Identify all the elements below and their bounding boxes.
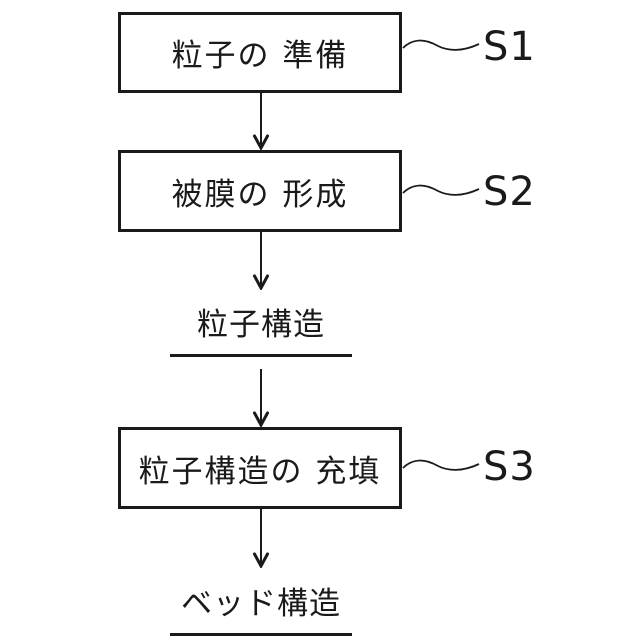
step-ref-s1: S1 — [402, 23, 536, 71]
process-box-label: 粒子構造の 充填 — [138, 453, 382, 490]
wave-connector-line — [402, 459, 480, 471]
down-arrow-3 — [253, 369, 269, 427]
down-arrow-1 — [253, 93, 269, 150]
process-box-structure-filling: 粒子構造の 充填 — [118, 427, 402, 509]
output-label-particle-structure: 粒子構造 — [170, 304, 352, 357]
wave-connector-line — [402, 184, 480, 196]
step-ref-s3: S3 — [402, 443, 536, 491]
process-box-coating-formation: 被膜の 形成 — [118, 150, 402, 232]
process-box-particle-preparation: 粒子の 準備 — [118, 12, 402, 93]
output-label-bed-structure: ベッド構造 — [170, 583, 352, 636]
step-ref-s2: S2 — [402, 168, 536, 216]
step-ref-label: S3 — [483, 444, 536, 490]
output-label-text: 粒子構造 — [197, 307, 325, 343]
output-label-text: ベッド構造 — [181, 586, 341, 622]
down-arrow-4 — [253, 509, 269, 568]
process-box-label: 被膜の 形成 — [171, 176, 349, 213]
step-ref-label: S1 — [483, 24, 536, 70]
process-box-label: 粒子の 準備 — [171, 38, 349, 74]
wave-connector-line — [402, 39, 480, 51]
step-ref-label: S2 — [483, 169, 536, 215]
down-arrow-2 — [253, 232, 269, 290]
